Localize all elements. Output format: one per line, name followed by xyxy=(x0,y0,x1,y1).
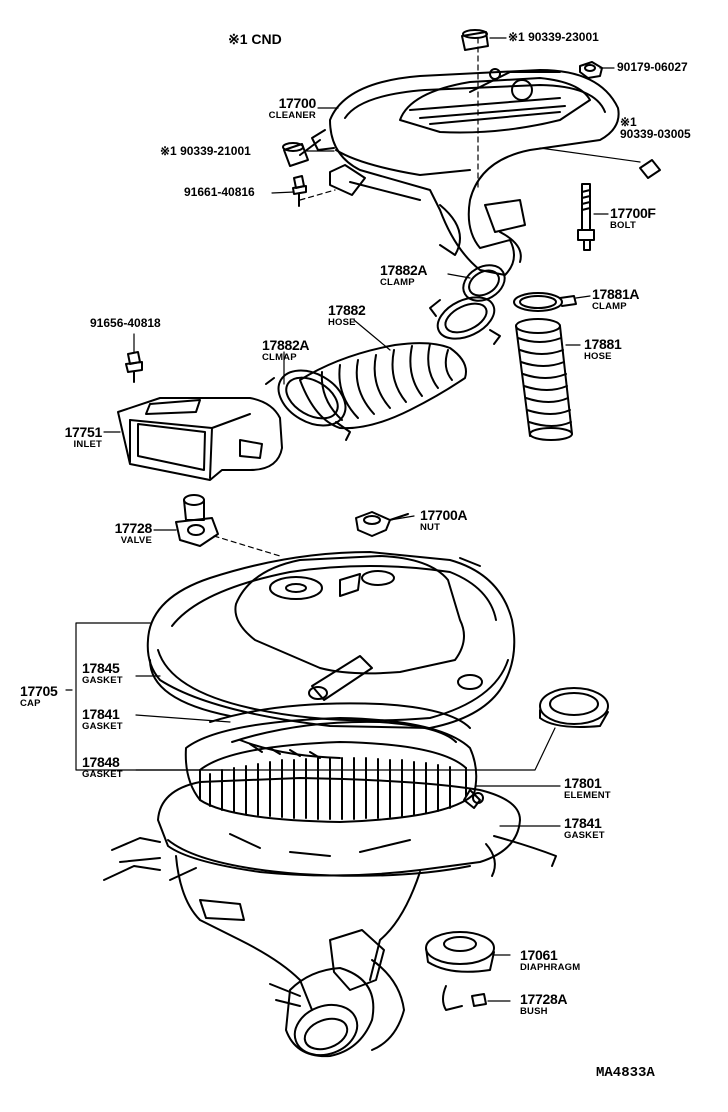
part-name: GASKET xyxy=(82,721,123,732)
label-17700F-bolt: 17700F BOLT xyxy=(610,206,656,231)
label-17848-gasket: 17848 GASKET xyxy=(82,755,123,780)
nut-90179-06027-drawing xyxy=(579,61,603,79)
part-number: 17882A xyxy=(262,337,310,353)
part-number: 17848 xyxy=(82,754,120,770)
label-text: 90179-06027 xyxy=(617,60,688,74)
label-17881-hose: 17881 HOSE xyxy=(584,336,622,362)
label-text: 91661-40816 xyxy=(184,185,255,199)
base-housing-drawing xyxy=(103,777,557,1058)
part-name: CLMAP xyxy=(262,352,297,363)
label-90339-21001: ※1 90339-21001 xyxy=(160,145,251,157)
part-number: 17751 xyxy=(64,424,103,440)
part-number: 17881 xyxy=(584,336,622,352)
label-91661-40816: 91661-40816 xyxy=(184,186,255,198)
valve-17728-drawing xyxy=(175,494,281,557)
label-17882A-clamp-upper: 17882A CLAMP xyxy=(380,262,428,288)
part-name: INLET xyxy=(73,439,102,450)
hose-17882-drawing xyxy=(299,342,467,430)
label-17728A-bush: 17728A BUSH xyxy=(520,991,568,1017)
part-name: VALVE xyxy=(120,535,152,546)
label-17700A-nut: 17700A NUT xyxy=(420,507,468,533)
part-name: NUT xyxy=(420,522,441,533)
label-17841-gasket-lower: 17841 GASKET xyxy=(564,816,605,841)
label-90179-06027: 90179-06027 xyxy=(617,61,688,73)
gasket-ring-drawing xyxy=(539,687,609,728)
part-name: GASKET xyxy=(564,830,605,841)
part-number: 17061 xyxy=(520,947,558,963)
part-number: 17801 xyxy=(564,775,602,791)
part-number: 17705 xyxy=(20,683,58,699)
leader-lines xyxy=(65,37,615,1002)
part-number: 17841 xyxy=(82,706,120,722)
part-number: 17841 xyxy=(564,815,602,831)
label-17881A-clamp: 17881A CLAMP xyxy=(592,286,640,312)
part-number: 17700 xyxy=(278,95,317,111)
note-mark: ※1 xyxy=(228,31,248,47)
gasket-17845-drawing xyxy=(149,659,231,717)
label-17705-cap: 17705 CAP xyxy=(20,683,58,709)
cap-90339-23001-drawing xyxy=(461,29,489,51)
part-number: 17881A xyxy=(592,286,640,302)
part-number: 17728 xyxy=(114,520,153,536)
part-name: HOSE xyxy=(584,351,612,362)
bolt-17700F-drawing xyxy=(577,183,595,251)
part-number: 17700F xyxy=(610,205,656,221)
note-text: CND xyxy=(251,31,282,47)
part-number: 17882 xyxy=(328,302,366,318)
label-17882-hose: 17882 HOSE xyxy=(328,302,366,328)
part-name: CAP xyxy=(20,698,41,709)
cap-90339-21001-drawing xyxy=(282,142,309,167)
part-number: 17728A xyxy=(520,991,568,1007)
clamp-17882A-left-drawing xyxy=(265,369,351,441)
bush-17728A-drawing xyxy=(442,985,487,1011)
part-number: 17845 xyxy=(82,660,120,676)
label-text: ※1 90339-23001 xyxy=(508,30,599,44)
clamp-17881A-drawing xyxy=(513,292,577,312)
diagram-code: MA4833A xyxy=(596,1065,655,1081)
bolt-91661-40816-drawing xyxy=(292,175,307,207)
clamp-17882A-upper-drawing xyxy=(429,264,506,345)
label-text: 91656-40818 xyxy=(90,316,161,330)
label-17751-inlet: 17751 INLET xyxy=(40,424,103,450)
label-90339-03005: ※1 90339-03005 xyxy=(620,116,691,140)
label-91656-40818: 91656-40818 xyxy=(90,317,161,329)
part-name: GASKET xyxy=(82,675,123,686)
label-17061-diaphragm: 17061 DIAPHRAGM xyxy=(520,948,580,973)
diaphragm-17061-drawing xyxy=(425,931,495,973)
part-name: BUSH xyxy=(520,1006,548,1017)
gasket-17841-upper-drawing xyxy=(209,702,471,759)
part-name: GASKET xyxy=(82,769,123,780)
hose-17881-drawing xyxy=(515,318,573,441)
clip-90339-03005-drawing xyxy=(639,159,661,179)
part-number: 17882A xyxy=(380,262,428,278)
inlet-17751-drawing xyxy=(117,397,283,481)
label-text: ※1 90339-21001 xyxy=(160,144,251,158)
label-17882A-clamp-left: 17882A CLMAP xyxy=(262,337,310,363)
cleaner-housing-drawing xyxy=(299,37,641,276)
nut-17700A-drawing xyxy=(355,511,409,537)
label-17728-valve: 17728 VALVE xyxy=(94,520,153,546)
part-name: HOSE xyxy=(328,317,356,328)
label-17845-gasket: 17845 GASKET xyxy=(82,661,123,686)
bolt-91656-40818-drawing xyxy=(125,351,143,383)
cnd-note: ※1 CND xyxy=(228,32,282,48)
part-name: CLAMP xyxy=(592,301,627,312)
part-name: CLAMP xyxy=(380,277,415,288)
label-90339-23001: ※1 90339-23001 xyxy=(508,31,599,43)
label-17841-gasket-upper: 17841 GASKET xyxy=(82,707,123,732)
part-name: CLEANER xyxy=(268,110,316,121)
part-name: BOLT xyxy=(610,220,636,231)
part-name: ELEMENT xyxy=(564,790,611,801)
part-number: 17700A xyxy=(420,507,468,523)
part-name: DIAPHRAGM xyxy=(520,962,581,973)
label-17700-cleaner: 17700 CLEANER xyxy=(244,95,317,121)
cap-17705-drawing xyxy=(146,551,516,729)
note-mark: ※1 xyxy=(620,115,637,129)
element-17801-drawing xyxy=(184,717,478,823)
label-17801-element: 17801 ELEMENT xyxy=(564,776,611,801)
part-number: 90339-03005 xyxy=(620,127,691,141)
